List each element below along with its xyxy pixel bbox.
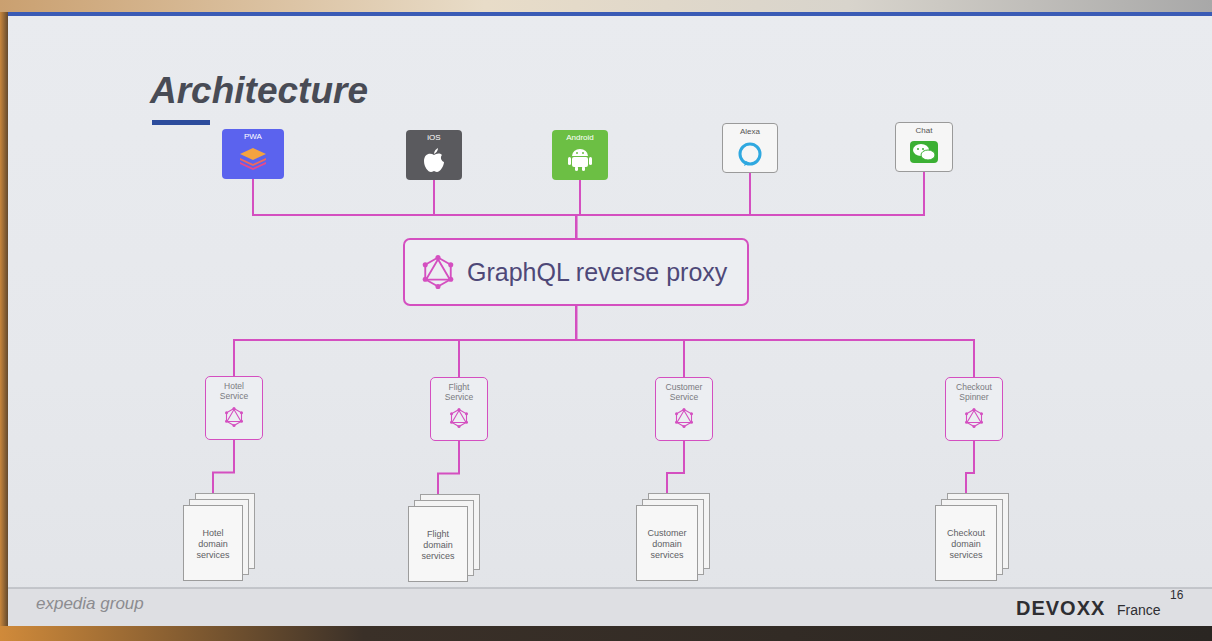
service-box: Flight Service: [430, 377, 488, 441]
graphql-icon: [949, 408, 999, 428]
domain-services-stack: Flight domain services: [408, 506, 468, 582]
domain-services-stack: Customer domain services: [636, 505, 698, 581]
box-label: Customer Service: [659, 382, 709, 402]
box-label: GraphQL reverse proxy: [467, 258, 727, 287]
service-box: Checkout Spinner: [945, 377, 1003, 441]
connector: [576, 306, 974, 377]
slide-top-band: [8, 12, 1212, 16]
connector: [576, 306, 684, 377]
company-logo: expedia group: [36, 594, 144, 614]
platform-logo: [554, 147, 606, 171]
stack-label: Checkout domain services: [940, 528, 992, 561]
platform-logo: [408, 147, 460, 173]
stack-label: Hotel domain services: [188, 528, 238, 561]
icon-label: iOS: [408, 133, 460, 143]
domain-services-stack: Checkout domain services: [935, 505, 997, 581]
conference-country: France: [1117, 602, 1161, 618]
graphql-icon: [209, 407, 259, 427]
footer-band: [8, 588, 1212, 626]
client-icon: PWA: [222, 129, 284, 179]
graphql-icon: [434, 408, 484, 428]
connector: [576, 173, 750, 238]
connector: [576, 172, 924, 238]
client-icon: Alexa: [722, 123, 778, 173]
connector: [459, 306, 576, 377]
slide-number: 16: [1170, 588, 1183, 602]
slide-title: Architecture: [150, 70, 368, 112]
box-label: Flight Service: [434, 382, 484, 402]
graphql-icon: [421, 255, 455, 289]
service-box: Hotel Service: [205, 376, 263, 440]
light-glow: [0, 0, 1212, 12]
stack-label: Customer domain services: [641, 528, 693, 561]
box-label: Checkout Spinner: [949, 382, 999, 402]
graphql-icon: [659, 408, 709, 428]
platform-logo: [898, 140, 950, 164]
box-label: Hotel Service: [209, 381, 259, 401]
service-box: Customer Service: [655, 377, 713, 441]
light-glow: [0, 626, 1212, 641]
connector: [234, 306, 576, 376]
connector: [253, 179, 576, 238]
client-icon: Chat: [895, 122, 953, 172]
title-underline: [152, 120, 210, 125]
proxy-box: GraphQL reverse proxy: [403, 238, 749, 306]
connector: [434, 180, 576, 238]
footer-line: [8, 587, 1212, 589]
stack-label: Flight domain services: [413, 529, 463, 562]
client-icon: Android: [552, 130, 608, 180]
platform-logo: [224, 146, 282, 170]
icon-label: Chat: [898, 126, 950, 136]
client-icon: iOS: [406, 130, 462, 180]
domain-services-stack: Hotel domain services: [183, 505, 243, 581]
icon-label: Android: [554, 133, 606, 143]
icon-label: PWA: [224, 132, 282, 142]
platform-logo: [725, 141, 775, 167]
icon-label: Alexa: [725, 127, 775, 137]
conference-logo: DEVOXX: [1016, 597, 1105, 620]
